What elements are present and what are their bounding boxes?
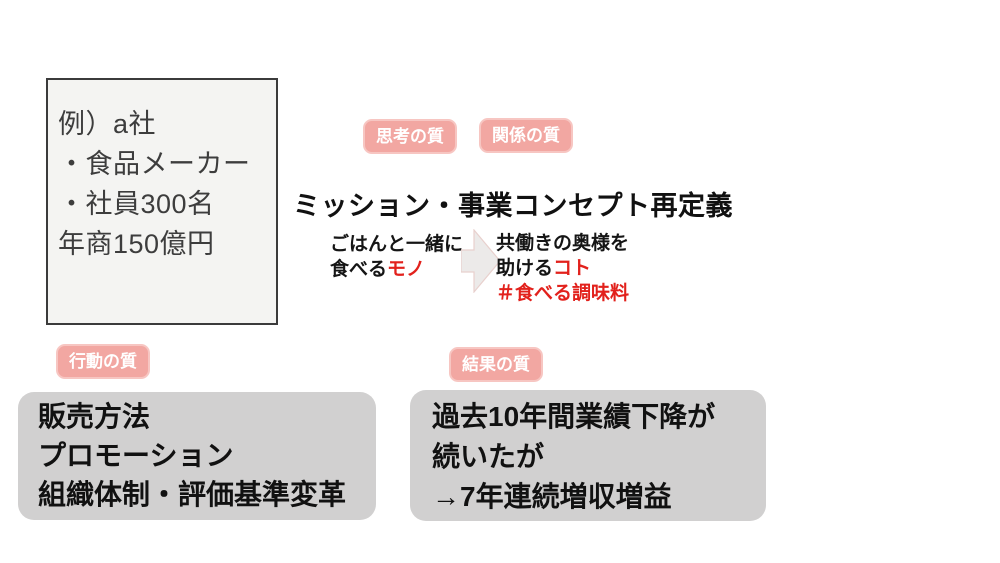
results-box-line: 続いたが bbox=[432, 441, 545, 472]
action-box-line: プロモーション bbox=[38, 440, 234, 471]
results-box-line: 過去10年間業績下降が bbox=[432, 401, 716, 432]
company-info-line: ・社員300名 bbox=[58, 189, 215, 219]
right-block-arrow-icon bbox=[460, 228, 501, 294]
company-info-line: ・食品メーカー bbox=[58, 149, 251, 179]
after-line-2: 助けるコト bbox=[496, 258, 592, 279]
badge-thinking-quality: 思考の質 bbox=[363, 119, 457, 154]
after-highlight: コト bbox=[553, 258, 592, 279]
company-info-line: 年商150億円 bbox=[58, 229, 215, 259]
after-line-1: 共働きの奥様を bbox=[496, 233, 630, 254]
before-line-1: ごはんと一緒に bbox=[330, 234, 464, 255]
action-box-line: 販売方法 bbox=[38, 401, 151, 432]
results-box-line: →7年連続増収増益 bbox=[432, 481, 672, 512]
company-info-line: 例）a社 bbox=[58, 109, 157, 139]
before-highlight: モノ bbox=[387, 259, 426, 280]
after-hashtag-line: ＃食べる調味料 bbox=[496, 283, 630, 304]
badge-action-quality: 行動の質 bbox=[56, 344, 150, 379]
action-quality-box: 販売方法 プロモーション 組織体制・評価基準変革 bbox=[18, 392, 376, 520]
before-concept-text: ごはんと一緒に 食べるモノ bbox=[330, 232, 463, 282]
after-concept-text: 共働きの奥様を 助けるコト ＃食べる調味料 bbox=[496, 231, 629, 306]
slide-title: ミッション・事業コンセプト再定義 bbox=[293, 191, 733, 221]
company-info-box: 例）a社 ・食品メーカー ・社員300名 年商150億円 bbox=[46, 78, 278, 325]
action-box-line: 組織体制・評価基準変革 bbox=[38, 479, 347, 510]
before-line-2: 食べるモノ bbox=[330, 259, 426, 280]
badge-results-quality: 結果の質 bbox=[449, 347, 543, 382]
results-quality-box: 過去10年間業績下降が 続いたが →7年連続増収増益 bbox=[410, 390, 766, 521]
badge-relations-quality: 関係の質 bbox=[479, 118, 573, 153]
